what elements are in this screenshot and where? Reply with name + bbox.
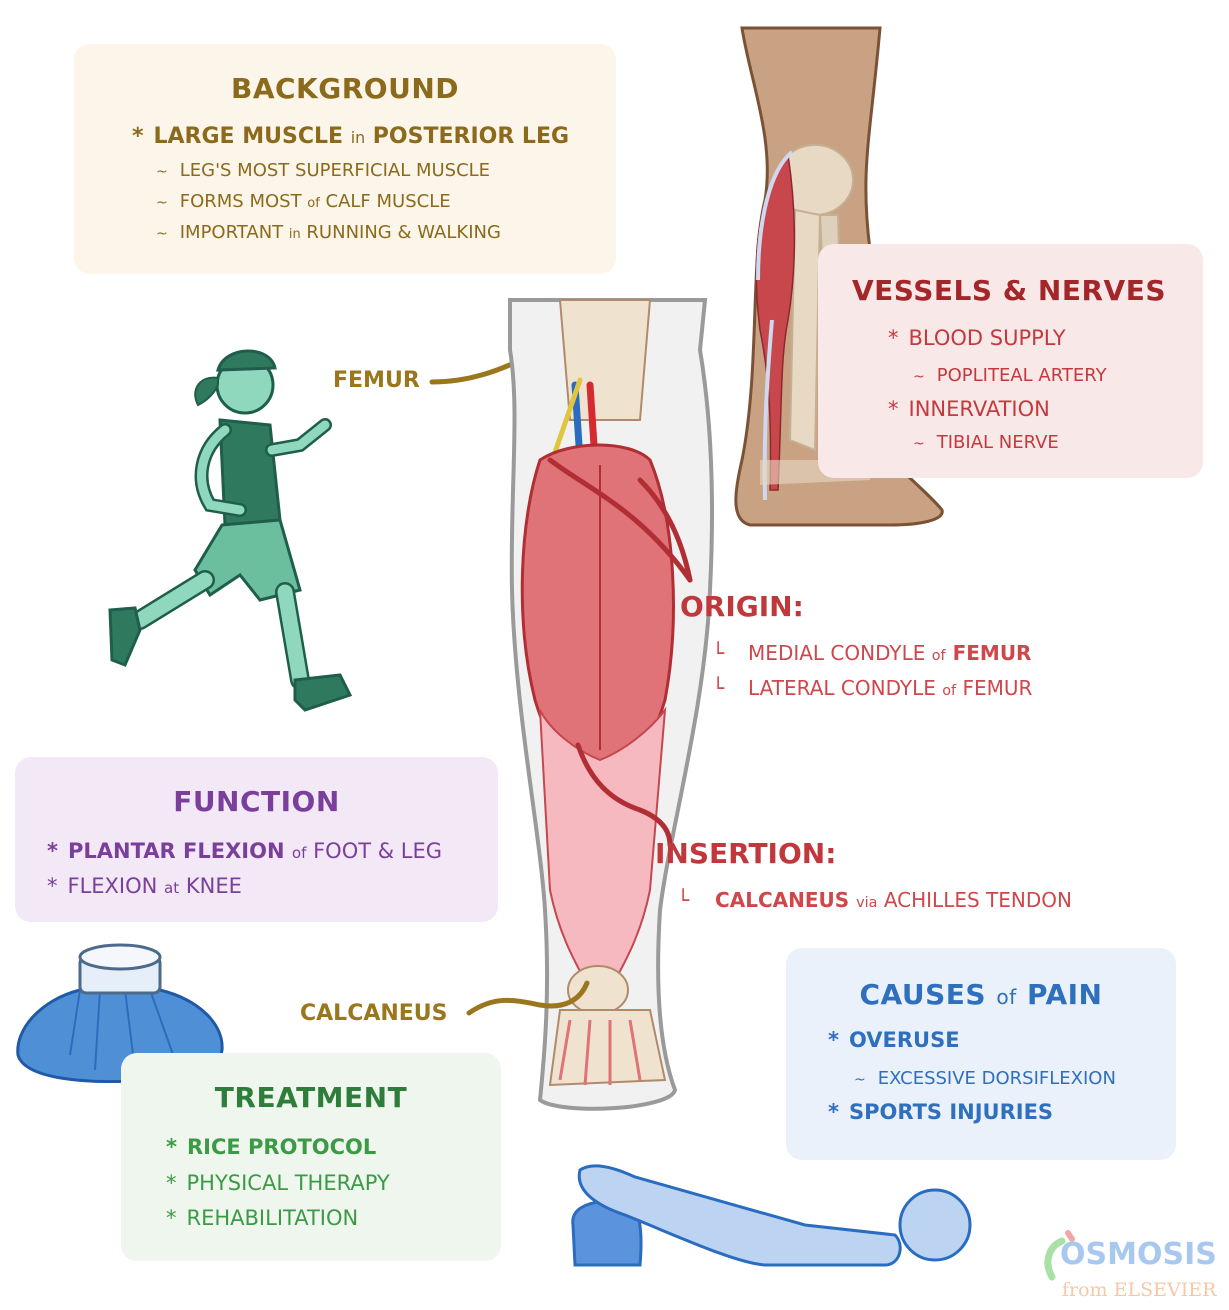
femur-label: FEMUR: [333, 368, 420, 393]
background-title: BACKGROUND: [230, 72, 459, 105]
origin-title: ORIGIN:: [680, 590, 804, 623]
function-item: *FLEXION at KNEE: [47, 874, 242, 898]
background-sub-item: ~FORMS MOST of CALF MUSCLE: [156, 191, 451, 212]
osmosis-logo-icon: [1044, 1230, 1075, 1281]
causes-panel: CAUSES of PAIN *OVERUSE ~EXCESSIVE DORSI…: [786, 948, 1176, 1160]
corner-arrow-icon: └: [712, 641, 725, 665]
origin-item: └MEDIAL CONDYLE of FEMUR: [712, 641, 1032, 665]
asterisk-icon: *: [132, 124, 144, 149]
corner-arrow-icon: └: [712, 676, 725, 700]
asterisk-icon: *: [166, 1171, 177, 1195]
insertion-title: INSERTION:: [655, 837, 837, 870]
insertion-item: └CALCANEUS via ACHILLES TENDON: [677, 888, 1072, 912]
corner-arrow-icon: └: [677, 888, 690, 912]
tilde-icon: ~: [913, 436, 925, 452]
causes-item: *SPORTS INJURIES: [828, 1100, 1054, 1124]
origin-item: └LATERAL CONDYLE of FEMUR: [712, 676, 1033, 700]
ice-bag-illustration: [16, 943, 224, 1084]
osmosis-sub: from ELSEVIER: [1062, 1279, 1217, 1301]
tilde-icon: ~: [156, 164, 168, 180]
osmosis-brand: OSMOSIS: [1060, 1237, 1217, 1272]
asterisk-icon: *: [166, 1206, 177, 1230]
treatment-item: *REHABILITATION: [166, 1206, 359, 1230]
causes-sub-item: ~EXCESSIVE DORSIFLEXION: [854, 1068, 1116, 1089]
vessels-sub-item: ~TIBIAL NERVE: [913, 432, 1059, 453]
calcaneus-label: CALCANEUS: [300, 1001, 448, 1026]
asterisk-icon: *: [828, 1028, 839, 1052]
background-sub-item: ~IMPORTANT in RUNNING & WALKING: [156, 222, 501, 243]
asterisk-icon: *: [47, 874, 58, 898]
vessels-nerves-panel: VESSELS & NERVES *BLOOD SUPPLY ~POPLITEA…: [818, 244, 1203, 478]
asterisk-icon: *: [47, 839, 58, 863]
asterisk-icon: *: [888, 326, 899, 350]
asterisk-icon: *: [888, 397, 899, 421]
tilde-icon: ~: [854, 1072, 866, 1088]
background-sub-item: ~LEG'S MOST SUPERFICIAL MUSCLE: [156, 160, 491, 181]
treatment-item: *PHYSICAL THERAPY: [166, 1171, 390, 1195]
vessels-nerves-title: VESSELS & NERVES: [852, 274, 1167, 307]
vessels-item: *INNERVATION: [888, 397, 1050, 421]
treatment-panel: TREATMENT *RICE PROTOCOL *PHYSICAL THERA…: [121, 1053, 501, 1261]
tilde-icon: ~: [913, 369, 925, 385]
background-main-item: *LARGE MUSCLE in POSTERIOR LEG: [132, 124, 570, 149]
osmosis-logo: OSMOSIS from ELSEVIER: [1040, 1225, 1225, 1305]
causes-title: CAUSES of PAIN: [859, 978, 1103, 1011]
background-panel: BACKGROUND *LARGE MUSCLE in POSTERIOR LE…: [74, 44, 616, 274]
function-panel: FUNCTION *PLANTAR FLEXION of FOOT & LEG …: [15, 757, 498, 922]
asterisk-icon: *: [166, 1135, 177, 1159]
runner-illustration: [108, 349, 353, 712]
function-item: *PLANTAR FLEXION of FOOT & LEG: [47, 839, 443, 863]
insertion-leader-line: [575, 742, 673, 848]
vessels-sub-item: ~POPLITEAL ARTERY: [913, 365, 1107, 386]
function-title: FUNCTION: [173, 785, 340, 818]
tilde-icon: ~: [156, 195, 168, 211]
origin-leader-line: [547, 457, 693, 583]
elevated-leg-figure-illustration: [571, 1164, 972, 1267]
asterisk-icon: *: [828, 1100, 839, 1124]
calcaneus-leader-line: [466, 980, 590, 1016]
vessels-item: *BLOOD SUPPLY: [888, 326, 1066, 350]
treatment-title: TREATMENT: [214, 1081, 408, 1114]
causes-item: *OVERUSE: [828, 1028, 960, 1052]
treatment-item: *RICE PROTOCOL: [166, 1135, 377, 1159]
tilde-icon: ~: [156, 226, 168, 242]
